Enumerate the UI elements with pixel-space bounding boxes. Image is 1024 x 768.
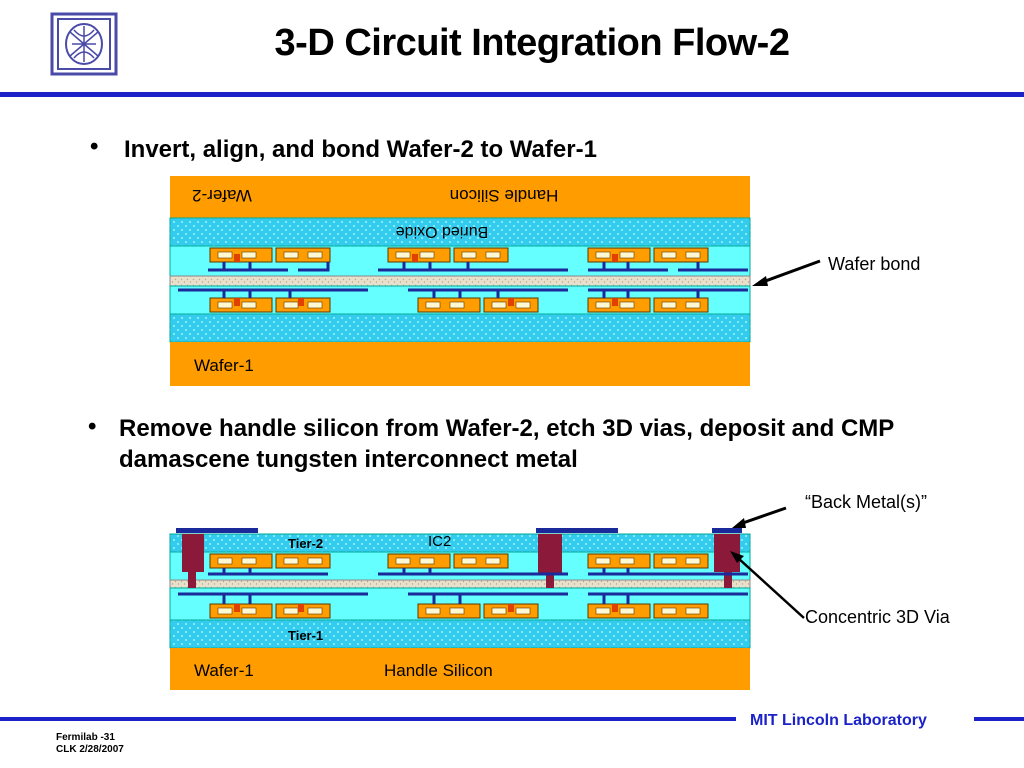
handle-silicon-layer <box>170 176 750 218</box>
wafer-2-interconnect <box>208 262 748 272</box>
title-divider <box>0 92 1024 97</box>
footer-lab-name: MIT Lincoln Laboratory <box>750 712 927 729</box>
bullet-marker: • <box>90 133 99 160</box>
wafer-2-devices <box>209 247 709 263</box>
wafer-1-label: Wafer-1 <box>194 356 254 375</box>
callout-arrows <box>730 506 805 619</box>
tier-2-label: Tier-2 <box>288 536 323 551</box>
wafer-1-interconnect <box>178 288 748 298</box>
wafer-2-label: Wafer-2 <box>192 186 252 205</box>
wafer-1-silicon-layer <box>170 342 750 386</box>
wafer-bond-callout: Wafer bond <box>828 254 921 274</box>
wafer-bond-arrow <box>752 259 821 286</box>
buried-oxide-label: Buried Oxide <box>396 223 489 240</box>
handle-silicon-label: Handle Silicon <box>384 661 493 680</box>
3d-via-diagram: Tier-2 IC2 Tier-1 Wafer-1 Handle Silicon <box>169 528 751 690</box>
ic2-label: IC2 <box>428 533 451 550</box>
buried-oxide-layer <box>169 217 751 247</box>
back-metal <box>176 528 742 533</box>
bullet-2-text: Remove handle silicon from Wafer-2, etch… <box>119 415 894 473</box>
back-metal-callout: “Back Metal(s)” <box>805 492 928 512</box>
tier-1-label: Tier-1 <box>288 628 323 643</box>
mit-ll-logo <box>50 12 118 76</box>
page-title: 3-D Circuit Integration Flow-2 <box>274 22 790 64</box>
wafer-1-label: Wafer-1 <box>194 661 254 680</box>
wafer-bond-diagram: Handle Silicon Wafer-2 Buried Oxide Wafe… <box>169 176 751 386</box>
footer-date: CLK 2/28/2007 <box>56 744 124 755</box>
wafer-bond-layer <box>169 275 751 287</box>
concentric-via-callout: Concentric 3D Via <box>805 607 950 627</box>
bullet-1-text: Invert, align, and bond Wafer-2 to Wafer… <box>124 136 597 163</box>
3d-vias <box>182 534 740 588</box>
bullet-marker: • <box>88 413 97 440</box>
handle-silicon-label: Handle Silicon <box>450 186 559 205</box>
footer-slide-id: Fermilab -31 <box>56 732 115 743</box>
footer-divider <box>0 717 736 721</box>
footer-divider <box>974 717 1024 721</box>
